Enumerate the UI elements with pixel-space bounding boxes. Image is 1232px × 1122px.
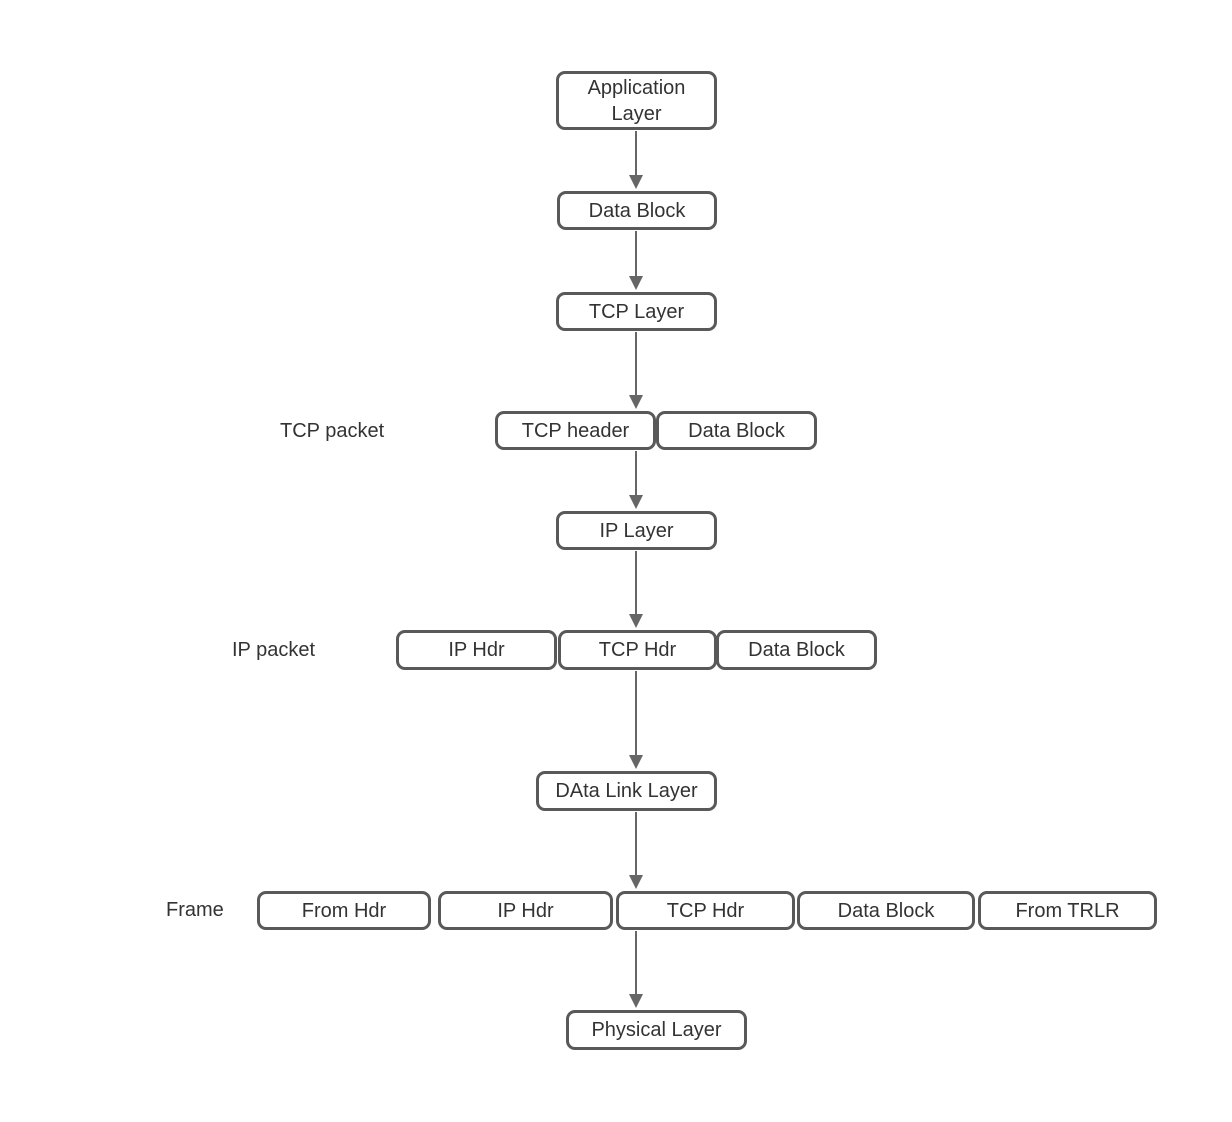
- arrow-head-icon: [629, 755, 643, 769]
- node-frame-from-trlr: From TRLR: [978, 891, 1157, 930]
- node-ip-packet-tcp-hdr: TCP Hdr: [558, 630, 717, 670]
- arrow-head-icon: [629, 994, 643, 1008]
- node-physical-layer: Physical Layer: [566, 1010, 747, 1050]
- node-frame-ip-hdr: IP Hdr: [438, 891, 613, 930]
- arrow-tcplayer-to-tcppacket-icon: [629, 332, 643, 409]
- label-tcp-packet: TCP packet: [280, 420, 385, 442]
- node-ip-layer: IP Layer: [556, 511, 717, 550]
- node-ip-packet-ip-hdr: IP Hdr: [396, 630, 557, 670]
- node-frame-data-block: Data Block: [797, 891, 975, 930]
- node-application-layer: Application Layer: [556, 71, 717, 130]
- arrow-line: [635, 231, 637, 276]
- node-tcp-layer: TCP Layer: [556, 292, 717, 331]
- arrow-head-icon: [629, 395, 643, 409]
- node-tcp-header: TCP header: [495, 411, 656, 450]
- arrow-ippacket-to-datalink-icon: [629, 671, 643, 769]
- node-ip-packet-data-block: Data Block: [716, 630, 877, 670]
- arrow-line: [635, 931, 637, 994]
- node-frame-tcp-hdr: TCP Hdr: [616, 891, 795, 930]
- arrow-datablock-to-tcplayer-icon: [629, 231, 643, 290]
- node-tcp-packet-data-block: Data Block: [656, 411, 817, 450]
- arrow-head-icon: [629, 495, 643, 509]
- arrow-tcppacket-to-iplayer-icon: [629, 451, 643, 509]
- arrow-iplayer-to-ippacket-icon: [629, 551, 643, 628]
- node-data-block-top: Data Block: [557, 191, 717, 230]
- arrow-line: [635, 812, 637, 875]
- arrow-line: [635, 131, 637, 175]
- label-frame: Frame: [166, 899, 224, 921]
- arrow-head-icon: [629, 875, 643, 889]
- arrow-head-icon: [629, 614, 643, 628]
- arrow-head-icon: [629, 175, 643, 189]
- arrow-line: [635, 551, 637, 614]
- arrow-line: [635, 671, 637, 755]
- arrow-line: [635, 332, 637, 395]
- node-frame-from-hdr: From Hdr: [257, 891, 431, 930]
- arrow-application-to-datablock-icon: [629, 131, 643, 189]
- arrow-datalink-to-frame-icon: [629, 812, 643, 889]
- label-ip-packet: IP packet: [232, 639, 316, 661]
- arrow-line: [635, 451, 637, 495]
- arrow-head-icon: [629, 276, 643, 290]
- node-data-link-layer: DAta Link Layer: [536, 771, 717, 811]
- arrow-frame-to-physical-icon: [629, 931, 643, 1008]
